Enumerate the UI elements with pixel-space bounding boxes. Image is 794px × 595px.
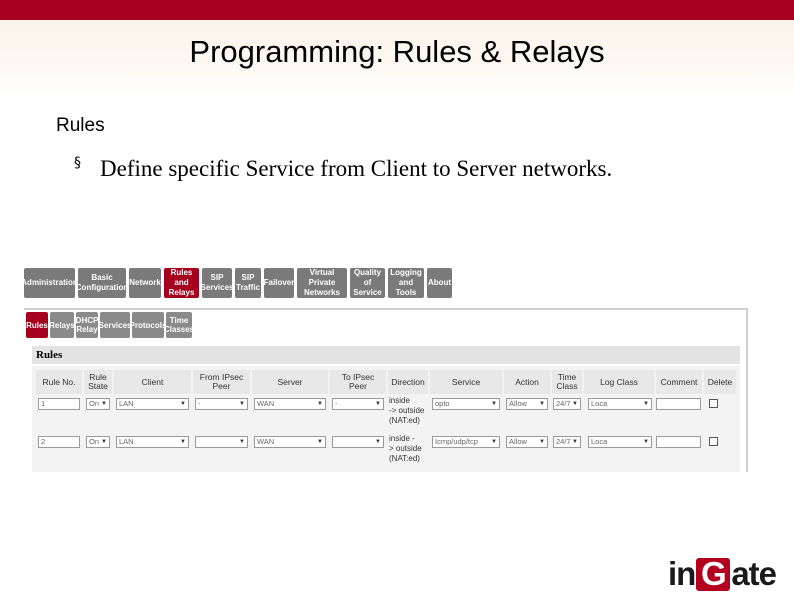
nav-basic-configuration[interactable]: Basic Configuration — [76, 268, 128, 298]
delete-checkbox[interactable] — [709, 437, 718, 446]
nav-virtual-private-networks[interactable]: Virtual Private Networks — [297, 268, 347, 298]
action-select[interactable]: Allow▼ — [506, 436, 548, 448]
bullet-icon: § — [74, 155, 81, 171]
rule-no-input[interactable]: 1 — [38, 398, 80, 410]
chevron-down-icon: ▼ — [491, 439, 497, 445]
nav-sip-services[interactable]: SIP Services — [201, 268, 233, 298]
rule-state-select[interactable]: On▼ — [86, 436, 110, 448]
chevron-down-icon: ▼ — [375, 439, 381, 445]
from-peer-select[interactable]: ▼ — [195, 436, 248, 448]
service-select[interactable]: opto▼ — [432, 398, 500, 410]
nav-about[interactable]: About — [427, 268, 452, 298]
chevron-down-icon: ▼ — [375, 401, 381, 407]
col-header-rule-state: Rule State — [84, 370, 112, 394]
col-header-action: Action — [504, 370, 550, 394]
chevron-down-icon: ▼ — [491, 401, 497, 407]
col-header-client: Client — [114, 370, 191, 394]
logo-text-in: in — [668, 555, 696, 592]
log-class-select[interactable]: Loca▼ — [588, 398, 652, 410]
subtab-services[interactable]: Services — [99, 312, 131, 338]
rule-state-select[interactable]: On▼ — [86, 398, 110, 410]
nav-network[interactable]: Network — [129, 268, 161, 298]
chevron-down-icon: ▼ — [539, 401, 545, 407]
top-accent-bar — [0, 0, 794, 20]
chevron-down-icon: ▼ — [101, 439, 107, 445]
chevron-down-icon: ▼ — [643, 439, 649, 445]
logo-text-ate: ate — [731, 555, 777, 592]
log-class-select[interactable]: Loca▼ — [588, 436, 652, 448]
col-header-rule-no: Rule No. — [36, 370, 82, 394]
chevron-down-icon: ▼ — [317, 439, 323, 445]
subtab-protocols[interactable]: Protocols — [130, 312, 166, 338]
col-header-direction: Direction — [388, 370, 428, 394]
chevron-down-icon: ▼ — [239, 401, 245, 407]
chevron-down-icon: ▼ — [643, 401, 649, 407]
comment-input[interactable] — [656, 398, 701, 410]
nav-failover[interactable]: Failover — [264, 268, 294, 298]
action-select[interactable]: Allow▼ — [506, 398, 548, 410]
to-peer-select[interactable]: ▼ — [332, 436, 384, 448]
col-header-comment: Comment — [656, 370, 702, 394]
service-select[interactable]: Icmp/udp/tcp▼ — [432, 436, 500, 448]
col-header-service: Service — [430, 370, 502, 394]
chevron-down-icon: ▼ — [539, 439, 545, 445]
rule-no-input[interactable]: 2 — [38, 436, 80, 448]
nav-rules-and-relays[interactable]: Rules and Relays — [164, 268, 199, 298]
col-header-time-class: Time Class — [552, 370, 582, 394]
direction-text: inside -> outside (NAT:ed) — [389, 396, 425, 425]
col-header-from-ipsec-peer: From IPsec Peer — [193, 370, 250, 394]
subtab-relays[interactable]: Relays — [49, 312, 75, 338]
col-header-to-ipsec-peer: To IPsec Peer — [330, 370, 386, 394]
chevron-down-icon: ▼ — [180, 401, 186, 407]
title-band — [0, 20, 794, 96]
server-select[interactable]: WAN▼ — [254, 398, 326, 410]
subtab-dhcp-relay[interactable]: DHCP Relay — [76, 312, 98, 338]
rules-table-title: Rules — [32, 346, 740, 364]
subtab-rules[interactable]: Rules — [26, 312, 48, 338]
chevron-down-icon: ▼ — [572, 439, 578, 445]
client-select[interactable]: LAN▼ — [116, 398, 189, 410]
col-header-delete: Delete — [704, 370, 736, 394]
comment-input[interactable] — [656, 436, 701, 448]
time-class-select[interactable]: 24/7▼ — [553, 436, 581, 448]
chevron-down-icon: ▼ — [317, 401, 323, 407]
nav-quality-of-service[interactable]: Quality of Service — [350, 268, 385, 298]
bullet-text: Define specific Service from Client to S… — [100, 156, 613, 181]
direction-text: inside - > outside (NAT:ed) — [389, 434, 422, 463]
logo-mark: G — [696, 555, 731, 592]
chevron-down-icon: ▼ — [101, 401, 107, 407]
nav-administration[interactable]: Administration — [21, 268, 78, 298]
nav-logging-and-tools[interactable]: Logging and Tools — [388, 268, 424, 298]
from-peer-select[interactable]: -▼ — [195, 398, 248, 410]
time-class-select[interactable]: 24/7▼ — [553, 398, 581, 410]
client-select[interactable]: LAN▼ — [116, 436, 189, 448]
to-peer-select[interactable]: -▼ — [332, 398, 384, 410]
slide-title: Programming: Rules & Relays — [189, 34, 605, 69]
chevron-down-icon: ▼ — [239, 439, 245, 445]
server-select[interactable]: WAN▼ — [254, 436, 326, 448]
chevron-down-icon: ▼ — [180, 439, 186, 445]
col-header-log-class: Log Class — [584, 370, 654, 394]
chevron-down-icon: ▼ — [572, 401, 578, 407]
section-heading: Rules — [56, 115, 105, 136]
nav-sip-traffic[interactable]: SIP Traffic — [235, 268, 261, 298]
delete-checkbox[interactable] — [709, 399, 718, 408]
col-header-server: Server — [252, 370, 328, 394]
subtab-time-classes[interactable]: Time Classes — [164, 312, 194, 338]
